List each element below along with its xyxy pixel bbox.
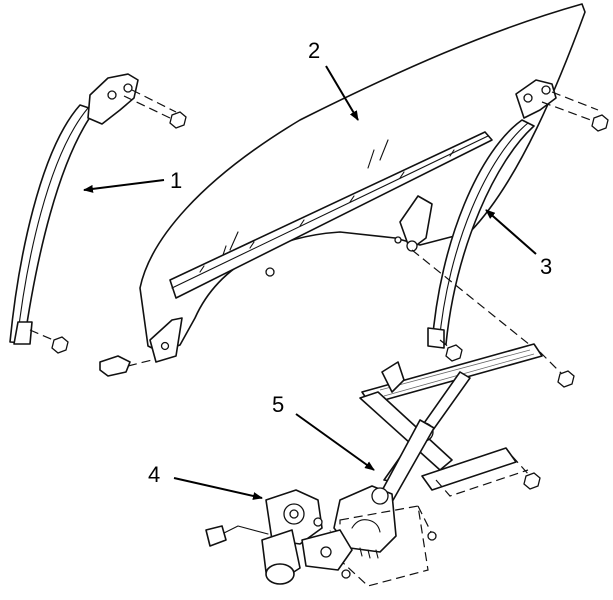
window-regulator <box>321 343 575 587</box>
callout-2: 2 <box>308 38 359 121</box>
callout-label-5: 5 <box>272 392 284 417</box>
door-glass <box>99 3 586 377</box>
callout-3: 3 <box>485 209 552 279</box>
callout-label-2: 2 <box>308 38 320 63</box>
callout-label-3: 3 <box>540 254 552 279</box>
callout-1: 1 <box>83 168 182 193</box>
front-guide-rail <box>411 79 609 362</box>
callout-label-1: 1 <box>170 168 182 193</box>
callout-label-4: 4 <box>148 462 160 487</box>
rear-guide-rail <box>9 73 187 354</box>
callout-5: 5 <box>272 392 375 471</box>
regulator-motor <box>205 489 353 585</box>
callout-4: 4 <box>148 462 263 500</box>
